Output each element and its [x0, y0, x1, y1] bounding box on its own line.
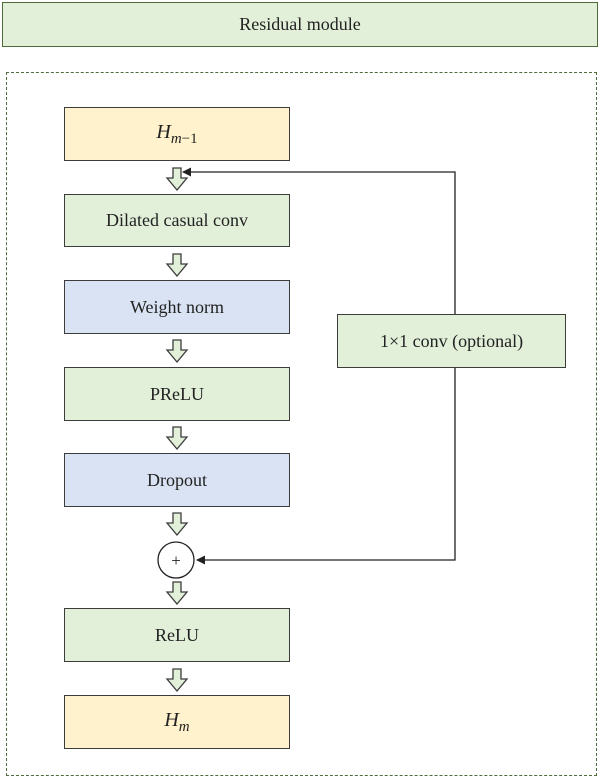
dropout-block: Dropout: [64, 453, 290, 507]
sum-symbol: +: [171, 551, 181, 570]
shortcut-conv-block: 1×1 conv (optional): [337, 314, 566, 368]
skip-connection-bottom: [196, 368, 456, 565]
input-symbol: H: [156, 120, 171, 143]
output-subscript-var: m: [178, 718, 190, 735]
output-block: Hm: [64, 695, 290, 749]
flow-arrow-dropout-to-sum: [165, 512, 189, 537]
flow-arrow-prelu-to-dropout: [165, 426, 189, 451]
weight-norm-label: Weight norm: [129, 296, 225, 317]
weight-norm-block: Weight norm: [64, 280, 290, 334]
dilated-conv-block: Dilated casual conv: [64, 194, 290, 247]
sum-node: [157, 541, 195, 579]
dropout-label: Dropout: [147, 469, 207, 490]
prelu-label: PReLU: [150, 383, 204, 404]
output-label: Hm: [164, 709, 189, 736]
flow-arrow-sum-to-relu: [165, 581, 189, 606]
title-text: Residual module: [239, 14, 361, 34]
input-block: Hm−1: [64, 107, 290, 161]
dilated-conv-label: Dilated casual conv: [106, 210, 248, 230]
input-label: Hm−1: [156, 121, 197, 148]
flow-arrow-conv-to-weightnorm: [165, 253, 189, 278]
skip-connection-top: [182, 167, 456, 314]
flow-arrow-input-to-conv: [165, 167, 189, 192]
input-subscript-op: −1: [181, 130, 198, 147]
input-subscript-var: m: [170, 130, 182, 147]
module-frame: [6, 72, 597, 776]
relu-label: ReLU: [155, 624, 199, 645]
shortcut-conv-label: 1×1 conv (optional): [379, 330, 524, 351]
prelu-block: PReLU: [64, 367, 290, 421]
residual-module-title: Residual module: [2, 2, 598, 47]
relu-block: ReLU: [64, 608, 290, 662]
output-symbol: H: [164, 708, 179, 731]
flow-arrow-relu-to-output: [165, 668, 189, 693]
flow-arrow-weightnorm-to-prelu: [165, 339, 189, 364]
